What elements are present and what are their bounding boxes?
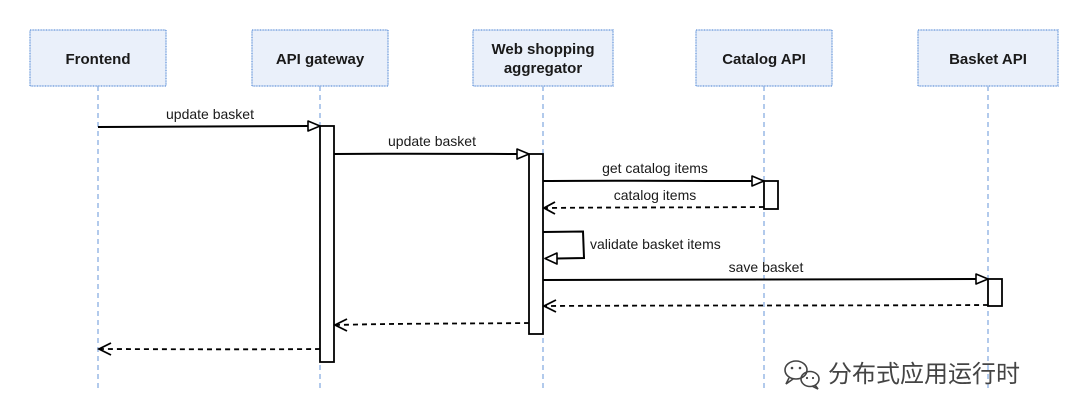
watermark-text: 分布式应用运行时 xyxy=(828,360,1020,388)
participant-label-line2: aggregator xyxy=(504,60,583,77)
arrowhead xyxy=(307,120,321,132)
activation-basket-api xyxy=(987,278,1003,307)
message-line xyxy=(97,125,309,128)
arrowhead xyxy=(541,299,557,313)
activation-catalog-api xyxy=(763,180,779,210)
message-line xyxy=(544,304,989,307)
message-catalog-items-return: catalog items xyxy=(542,187,765,215)
participant-api-gateway: API gateway xyxy=(251,29,389,87)
participant-web-shopping-aggregator: Web shopping aggregator xyxy=(472,29,614,87)
participant-catalog-api: Catalog API xyxy=(695,29,833,87)
arrowhead xyxy=(751,175,765,187)
participant-label: Frontend xyxy=(66,51,131,68)
message-update-basket-1: update basket xyxy=(97,106,321,132)
message-get-catalog-items: get catalog items xyxy=(542,160,765,187)
participant-label: API gateway xyxy=(276,51,365,68)
message-line xyxy=(542,278,977,281)
participant-label: Catalog API xyxy=(722,51,806,68)
wechat-icon xyxy=(784,360,820,390)
arrowhead xyxy=(975,273,989,285)
activation-web-shopping-aggregator xyxy=(528,153,544,335)
participant-frontend: Frontend xyxy=(29,29,167,87)
watermark: 分布式应用运行时 xyxy=(784,360,1020,390)
message-line xyxy=(544,206,765,209)
arrowhead xyxy=(542,201,556,215)
participant-label-line1: Web shopping xyxy=(491,41,594,58)
message-label: update basket xyxy=(388,133,476,149)
arrowhead xyxy=(516,148,530,160)
arrowhead xyxy=(332,318,348,332)
participant-basket-api: Basket API xyxy=(917,29,1059,87)
arrowhead xyxy=(96,342,112,356)
message-label: get catalog items xyxy=(602,160,708,176)
message-label: save basket xyxy=(729,259,804,275)
message-label: update basket xyxy=(166,106,254,122)
message-save-basket: save basket xyxy=(542,259,989,285)
message-line xyxy=(335,322,530,326)
message-label: catalog items xyxy=(614,187,696,203)
message-gateway-return xyxy=(96,342,321,356)
message-validate-basket-items: validate basket items xyxy=(542,230,721,265)
arrowhead xyxy=(544,252,558,265)
message-aggregator-return xyxy=(332,318,530,332)
message-line xyxy=(542,230,586,260)
message-basket-return xyxy=(541,299,989,313)
participant-label: Basket API xyxy=(949,51,1027,68)
message-update-basket-2: update basket xyxy=(333,133,530,160)
message-label: validate basket items xyxy=(590,236,721,252)
activation-api-gateway xyxy=(319,125,335,363)
